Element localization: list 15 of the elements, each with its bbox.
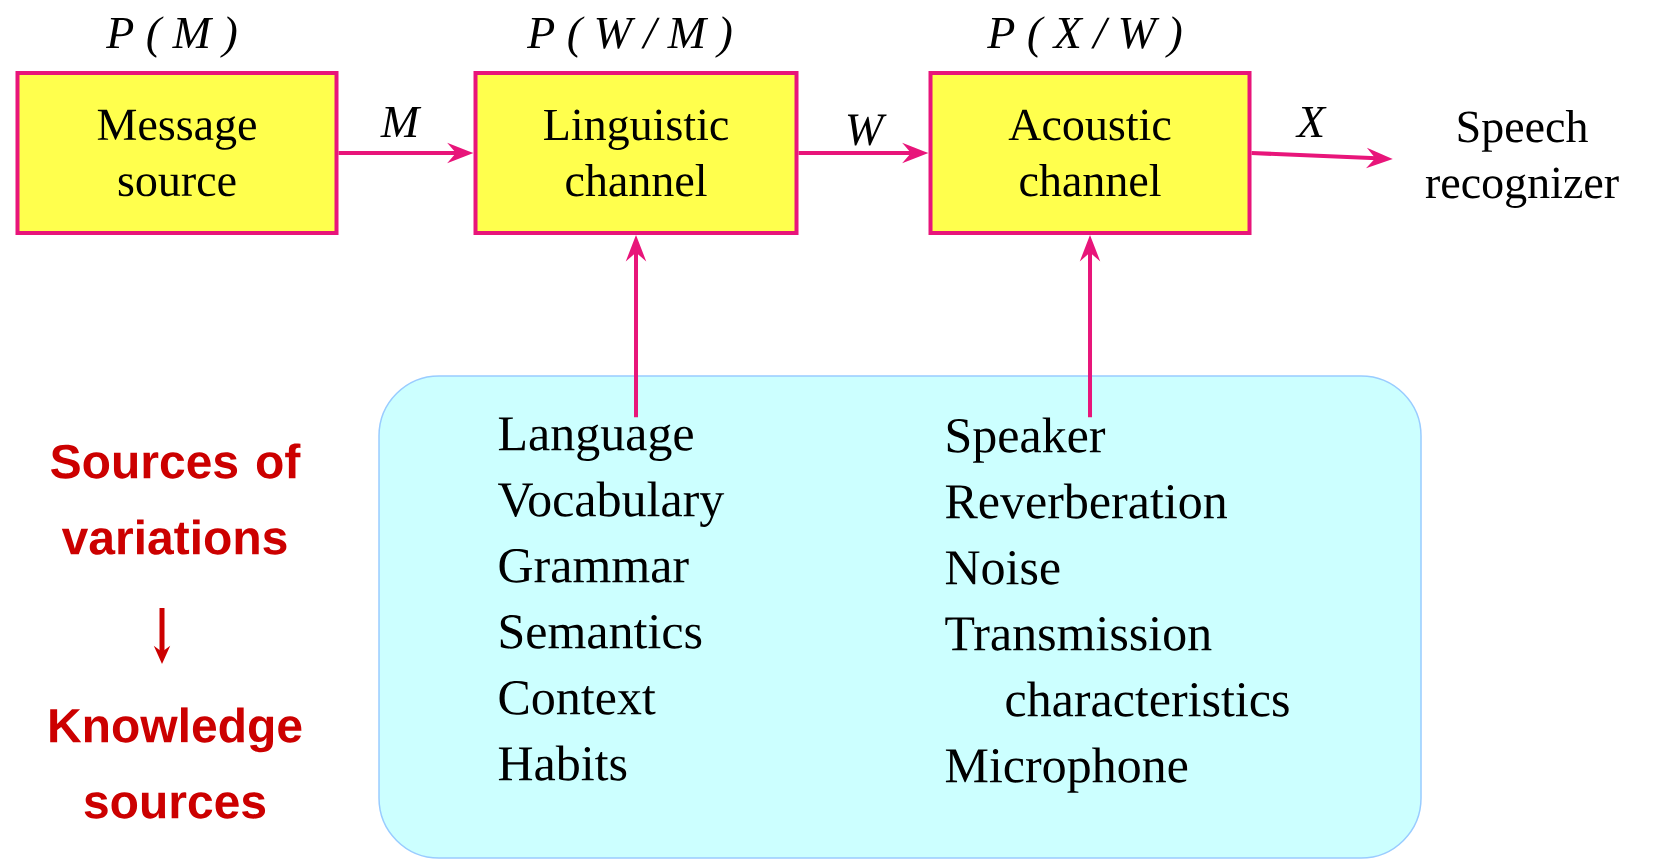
- probability-label: P ( M ): [106, 16, 237, 58]
- output-label: Speech recognizer: [1425, 110, 1619, 208]
- rounded-panel: [378, 375, 1422, 859]
- probability-label: P ( W / M ): [526, 16, 732, 58]
- text-list: Language Vocabulary Grammar Semantics Context Habits: [498, 417, 725, 781]
- side-note: Knowledge sources: [50, 707, 302, 819]
- text-list: Speaker Reverberation Noise Transmission characteristics Microphone: [945, 417, 1289, 793]
- process-box: Message source: [15, 71, 339, 235]
- edge-label: W: [847, 114, 887, 146]
- edge-label: X: [1295, 106, 1327, 138]
- edge-label: M: [380, 106, 422, 138]
- side-note: Sources of variations: [51, 443, 301, 555]
- process-box: Acoustic channel: [928, 71, 1252, 235]
- process-box: Linguistic channel: [473, 71, 799, 235]
- probability-label: P ( X / W ): [987, 16, 1182, 58]
